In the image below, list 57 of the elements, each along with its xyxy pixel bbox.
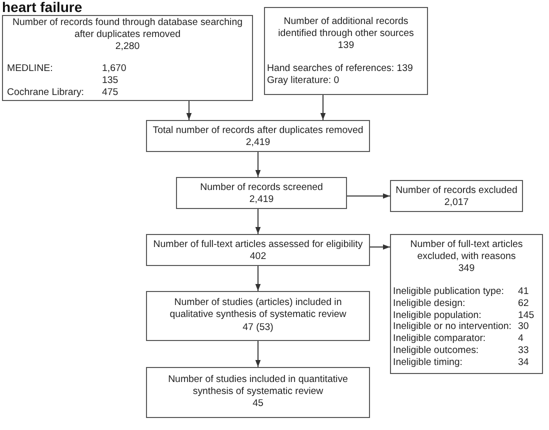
- source-note: Hand searches of references: 139: [267, 63, 413, 75]
- box-heading: Number of records excluded: [396, 185, 518, 197]
- database-count: 1,670: [102, 63, 126, 75]
- box-heading: Number of full-text articles assessed for eligibility: [153, 239, 363, 251]
- exclusion-count: 30: [518, 321, 529, 334]
- box-heading: Total number of records after duplicates removed: [152, 125, 364, 137]
- database-count: 475: [102, 87, 118, 99]
- flow-box: [146, 120, 370, 152]
- source-note: Gray literature: 0: [267, 75, 340, 87]
- record-count: 45: [252, 398, 264, 410]
- exclusion-count: 41: [518, 286, 529, 298]
- flow-box: [146, 234, 370, 266]
- flow-box: [146, 291, 370, 341]
- exclusion-count: 4: [518, 333, 524, 346]
- diagram-title: heart failure: [2, 0, 82, 14]
- box-heading: Number of records found through database searching after duplicates removed: [12, 17, 244, 41]
- exclusion-reason: Ineligible timing:: [393, 356, 462, 369]
- record-count: 349: [458, 263, 475, 275]
- exclusion-reason: Ineligible design:: [393, 298, 466, 310]
- flow-box: [390, 180, 523, 212]
- record-count: 2,419: [246, 137, 270, 149]
- exclusion-count: 33: [518, 345, 529, 357]
- box-heading: Number of additional records identified through other sources: [277, 16, 415, 40]
- arrow: [255, 208, 261, 234]
- record-count: 47 (53): [242, 322, 274, 334]
- exclusion-reason: Ineligible or no intervention:: [393, 321, 512, 334]
- box-heading: Number of records screened: [200, 182, 323, 194]
- exclusion-count: 62: [518, 298, 529, 310]
- record-count: 139: [338, 40, 354, 52]
- exclusion-reason: Ineligible publication type:: [393, 286, 504, 298]
- record-count: 402: [250, 251, 266, 263]
- box-heading: Number of full-text articles excluded, with reasons: [409, 239, 524, 263]
- flow-box: [264, 7, 428, 95]
- box-heading: Number of studies (articles) included in qualitative synthesis of systematic review: [168, 297, 348, 321]
- box-heading: Number of studies included in quantitative synthesis of systematic review: [167, 374, 349, 398]
- arrow: [370, 244, 390, 250]
- arrow: [346, 193, 390, 199]
- exclusion-reason: Ineligible outcomes:: [393, 345, 479, 357]
- flow-box: [176, 177, 347, 209]
- database-count: 135: [102, 75, 118, 87]
- arrow: [320, 94, 326, 120]
- flow-box: [2, 15, 253, 101]
- record-count: 2,017: [444, 197, 469, 209]
- record-count: 2,419: [249, 194, 274, 206]
- flow-box: [390, 234, 543, 374]
- exclusion-reason: Ineligible population:: [393, 310, 482, 322]
- arrow: [255, 266, 261, 292]
- exclusion-reason: Ineligible comparator:: [393, 333, 486, 346]
- database-name: Cochrane Library:: [7, 87, 84, 99]
- arrow: [186, 100, 192, 120]
- database-name: MEDLINE:: [7, 63, 53, 75]
- flow-box: [146, 367, 370, 418]
- record-count: 2,280: [115, 41, 140, 53]
- exclusion-count: 145: [518, 310, 534, 322]
- arrow: [255, 340, 261, 368]
- exclusion-count: 34: [518, 356, 529, 369]
- arrow: [255, 152, 261, 178]
